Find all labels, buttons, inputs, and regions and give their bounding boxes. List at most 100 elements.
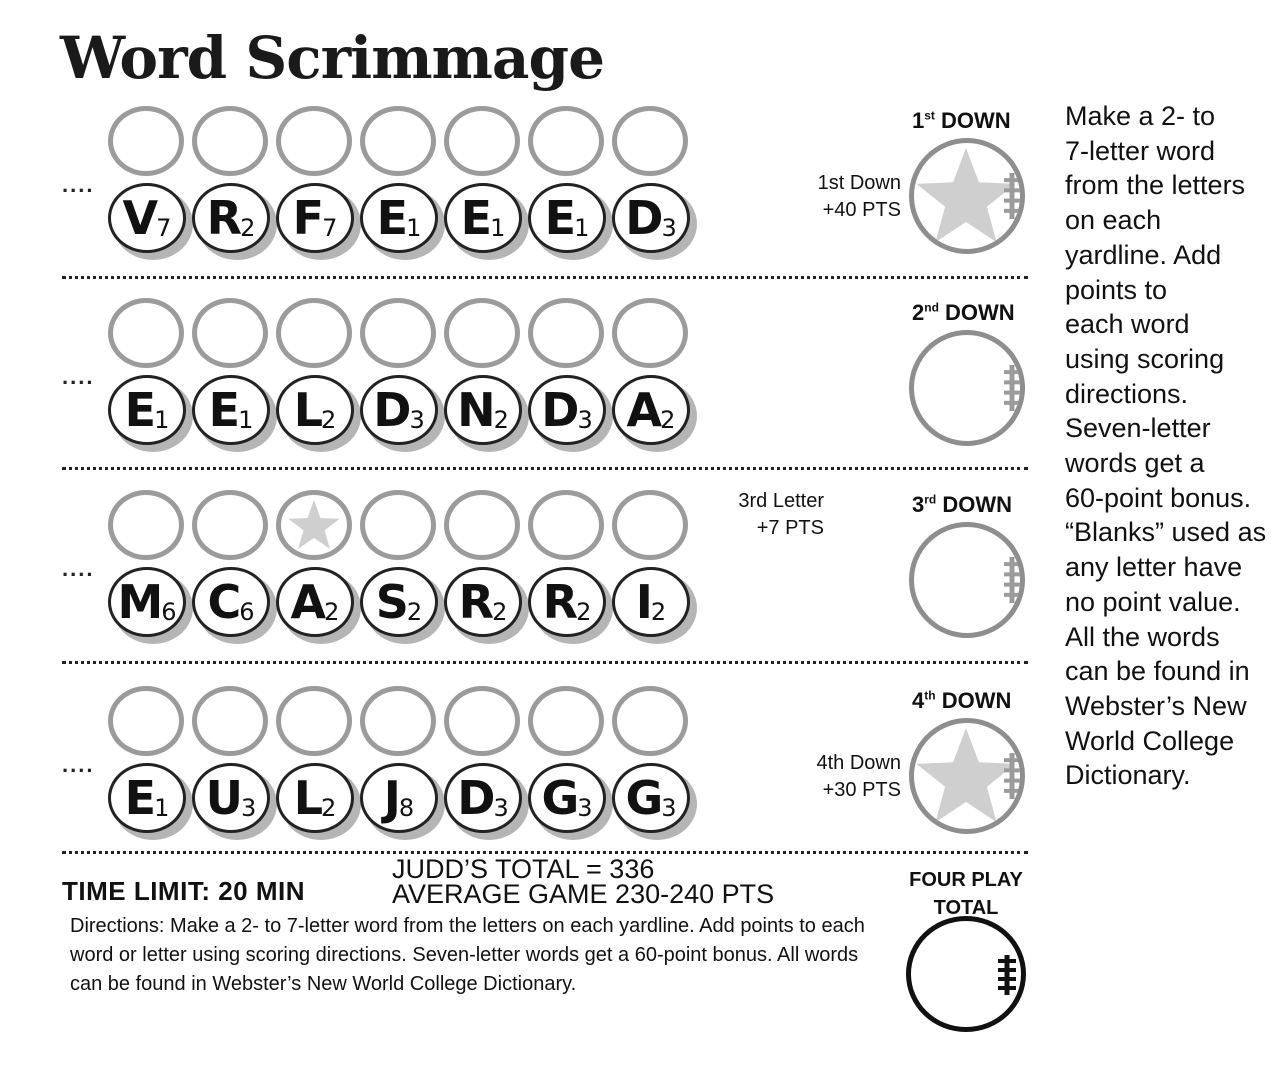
- tile-letter: R: [542, 575, 578, 629]
- instruction-line: 60-point bonus.: [1065, 482, 1252, 513]
- answer-blank[interactable]: [528, 106, 604, 176]
- tile-letter: I: [635, 575, 653, 629]
- answer-blank[interactable]: [360, 298, 436, 368]
- answer-blank[interactable]: [192, 490, 268, 560]
- tile-point-value: 1: [154, 794, 170, 822]
- answer-blank[interactable]: [444, 106, 520, 176]
- star-football-icon: [916, 148, 1020, 243]
- instruction-line: All the words: [1065, 621, 1220, 652]
- answer-blank[interactable]: [612, 298, 688, 368]
- tile-point-value: 8: [398, 794, 415, 822]
- instruction-line: Webster’s New: [1065, 690, 1247, 721]
- down-score-field[interactable]: [909, 330, 1025, 446]
- tile-point-value: 2: [492, 598, 508, 626]
- row-marker: ....: [62, 172, 95, 197]
- tile-point-value: 1: [238, 406, 254, 434]
- answer-blank[interactable]: [528, 686, 604, 756]
- tile-letter: J: [383, 771, 401, 825]
- tile-letter: A: [290, 575, 327, 629]
- answer-blank[interactable]: [276, 686, 352, 756]
- tile-letter: G: [541, 771, 579, 825]
- tile-point-value: 3: [577, 794, 593, 822]
- down-score-field[interactable]: [909, 138, 1025, 254]
- instruction-line: 7-letter word: [1065, 135, 1216, 166]
- answer-blank[interactable]: [192, 106, 268, 176]
- row-marker: ....: [62, 752, 95, 777]
- answer-blank[interactable]: [192, 298, 268, 368]
- tile-letter: E: [376, 191, 408, 245]
- answer-blank[interactable]: [528, 298, 604, 368]
- page-title: Word Scrimmage: [60, 24, 605, 92]
- answer-blank[interactable]: [276, 298, 352, 368]
- tile-point-value: 6: [161, 598, 177, 626]
- answer-blank[interactable]: [276, 106, 352, 176]
- answer-blank[interactable]: [612, 686, 688, 756]
- row-marker: ....: [62, 364, 95, 389]
- tile-letter: F: [292, 191, 324, 245]
- four-play-total-label: FOUR PLAY TOTAL: [904, 866, 1028, 922]
- down-score-field[interactable]: [909, 522, 1025, 638]
- tile-point-value: 2: [240, 214, 256, 242]
- answer-blank[interactable]: [444, 490, 520, 560]
- tile-point-value: 3: [493, 794, 509, 822]
- tile-point-value: 7: [322, 214, 338, 242]
- answer-blank[interactable]: [108, 298, 184, 368]
- tile-point-value: 1: [574, 214, 590, 242]
- bonus-rule: 3rd Letter+7 PTS: [738, 490, 824, 539]
- tile-letter: C: [207, 575, 241, 629]
- star-football-icon: [916, 728, 1020, 823]
- instruction-line: each word: [1065, 309, 1190, 340]
- tile-letter: E: [208, 383, 240, 437]
- answer-blank[interactable]: [360, 490, 436, 560]
- instruction-line: words get a: [1065, 448, 1205, 479]
- instruction-line: points to: [1065, 274, 1168, 305]
- answer-blank[interactable]: [444, 298, 520, 368]
- tile-point-value: 6: [239, 598, 255, 626]
- tile-letter: D: [373, 383, 411, 437]
- yardline-divider: [62, 467, 1028, 470]
- four-play-total-field[interactable]: [906, 916, 1026, 1032]
- time-limit: TIME LIMIT: 20 MIN: [62, 876, 305, 906]
- instruction-line: using scoring: [1065, 343, 1225, 374]
- instruction-line: directions.: [1065, 378, 1189, 409]
- row-marker: ....: [62, 556, 95, 581]
- tile-letter: E: [124, 771, 156, 825]
- down-score-field[interactable]: [909, 718, 1025, 834]
- tile-letter: R: [206, 191, 242, 245]
- tile-letter: E: [124, 383, 156, 437]
- answer-blank[interactable]: [612, 490, 688, 560]
- answer-blank[interactable]: [528, 490, 604, 560]
- answer-blank[interactable]: [360, 686, 436, 756]
- answer-blank[interactable]: [108, 106, 184, 176]
- answer-blank[interactable]: [276, 490, 352, 560]
- football-laces-icon: [1004, 365, 1020, 411]
- tile-letter: U: [205, 771, 243, 825]
- answer-blank[interactable]: [360, 106, 436, 176]
- tile-point-value: 2: [321, 406, 337, 434]
- answer-blank[interactable]: [192, 686, 268, 756]
- answer-blank[interactable]: [612, 106, 688, 176]
- answer-blank[interactable]: [444, 686, 520, 756]
- answer-blank[interactable]: [108, 686, 184, 756]
- yardline-divider: [62, 851, 1028, 854]
- answer-blank[interactable]: [108, 490, 184, 560]
- judd-total: JUDD’S TOTAL = 336: [392, 854, 655, 884]
- tile-letter: L: [293, 771, 323, 825]
- football-laces-icon: [998, 955, 1016, 995]
